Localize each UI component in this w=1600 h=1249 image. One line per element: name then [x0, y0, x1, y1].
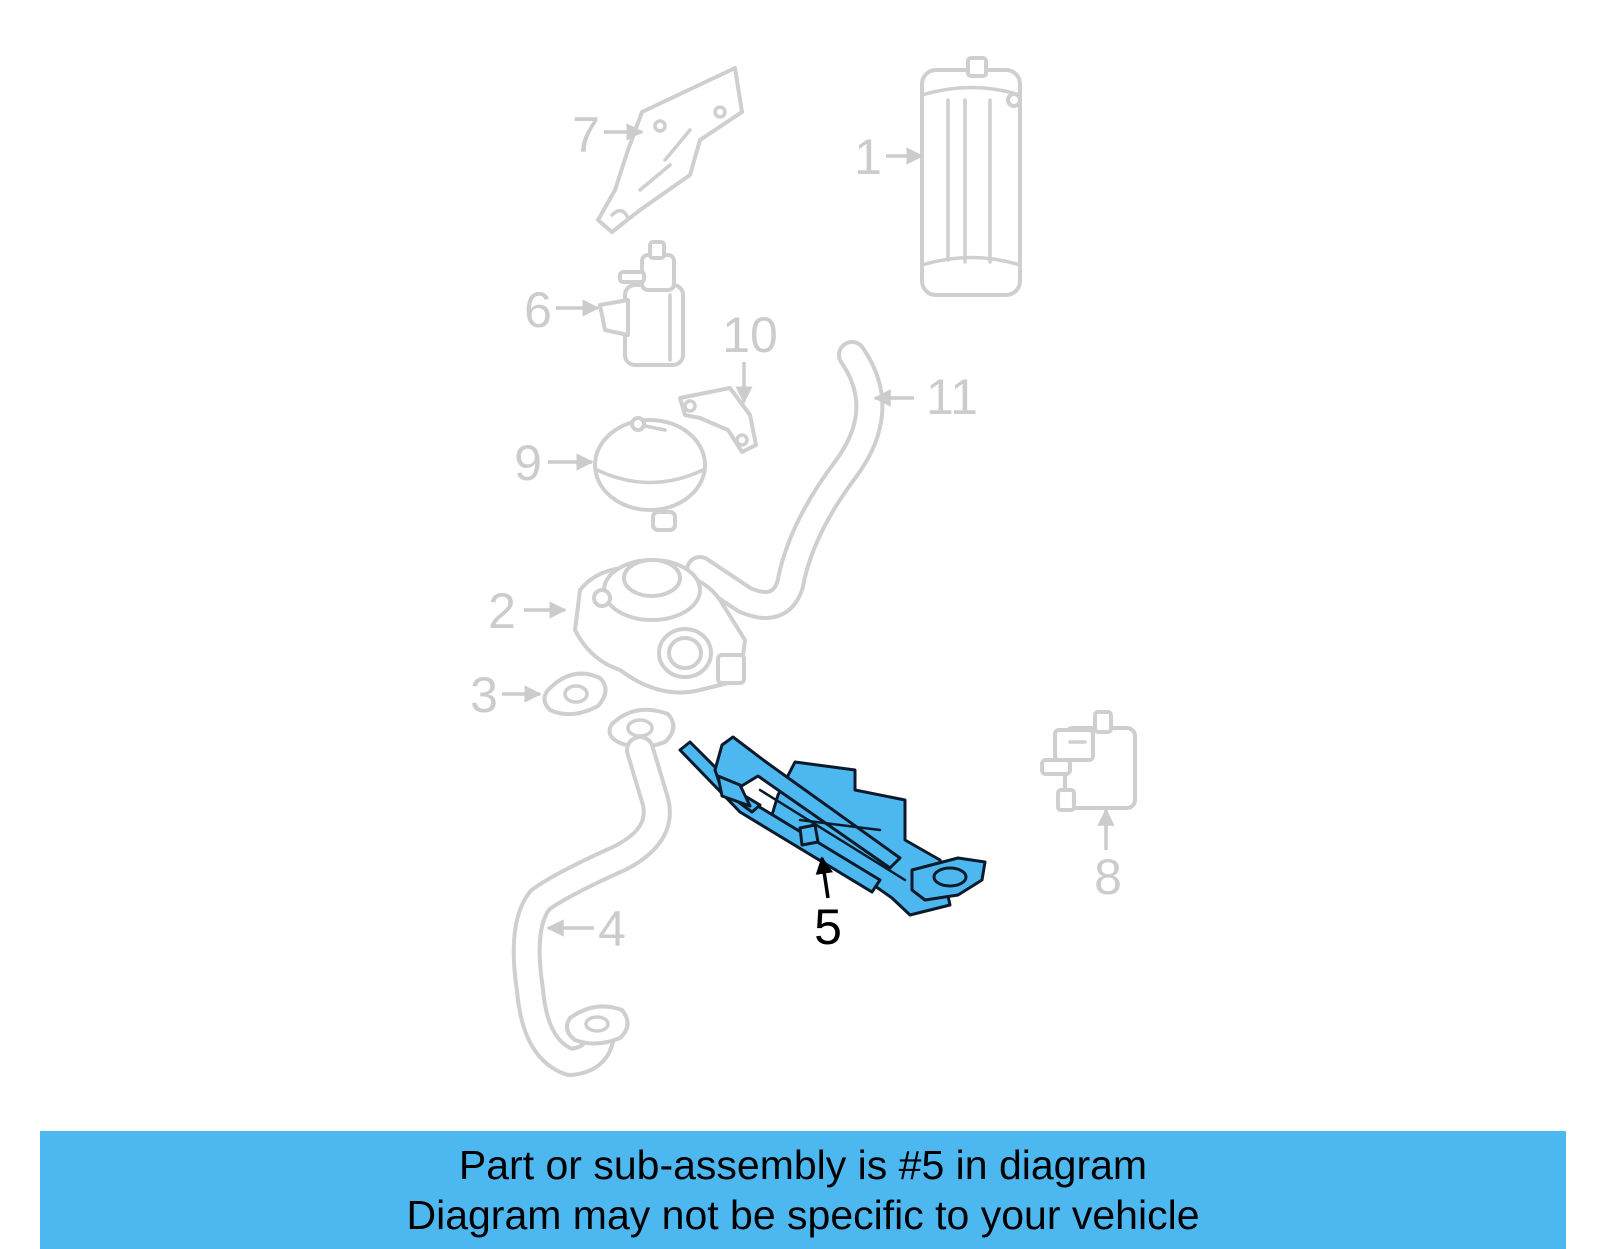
callout-6[interactable]: 6 — [524, 282, 600, 338]
info-banner: Part or sub-assembly is #5 in diagram Di… — [40, 1131, 1566, 1249]
callout-5-label: 5 — [814, 899, 842, 955]
part-4-pipe — [511, 707, 676, 1077]
part-2-egr-valve — [573, 558, 747, 695]
callout-3-label: 3 — [470, 667, 498, 723]
callout-8[interactable]: 8 — [1094, 808, 1122, 905]
callout-7-label: 7 — [572, 107, 600, 163]
part-6-solenoid — [598, 240, 685, 367]
part-3-gasket — [542, 671, 608, 717]
callout-7[interactable]: 7 — [572, 107, 644, 163]
callout-3[interactable]: 3 — [470, 667, 542, 723]
callout-5-arrow — [815, 856, 833, 899]
callout-11[interactable]: 11 — [873, 369, 978, 425]
part-5-egr-cooler — [678, 735, 987, 917]
callout-10[interactable]: 10 — [722, 307, 778, 404]
part-9-reservoir — [593, 416, 707, 532]
part-1-canister — [920, 56, 1022, 297]
banner-line-2: Diagram may not be specific to your vehi… — [406, 1192, 1200, 1238]
callout-2[interactable]: 2 — [488, 583, 567, 639]
callout-4-label: 4 — [598, 901, 626, 957]
callout-10-label: 10 — [722, 307, 778, 363]
callout-9[interactable]: 9 — [514, 435, 594, 491]
callout-8-label: 8 — [1094, 849, 1122, 905]
callout-5[interactable]: 5 — [814, 856, 842, 955]
banner-line-1: Part or sub-assembly is #5 in diagram — [458, 1142, 1148, 1188]
callout-2-label: 2 — [488, 583, 516, 639]
part-7-bracket — [596, 66, 744, 234]
callout-11-label: 11 — [926, 369, 978, 425]
part-11-hose — [685, 340, 885, 620]
part-8-valve — [1040, 710, 1137, 812]
callout-1-label: 1 — [854, 129, 882, 185]
callout-1[interactable]: 1 — [854, 129, 924, 185]
callout-6-label: 6 — [524, 282, 552, 338]
callout-4[interactable]: 4 — [546, 901, 626, 957]
callout-9-label: 9 — [514, 435, 542, 491]
